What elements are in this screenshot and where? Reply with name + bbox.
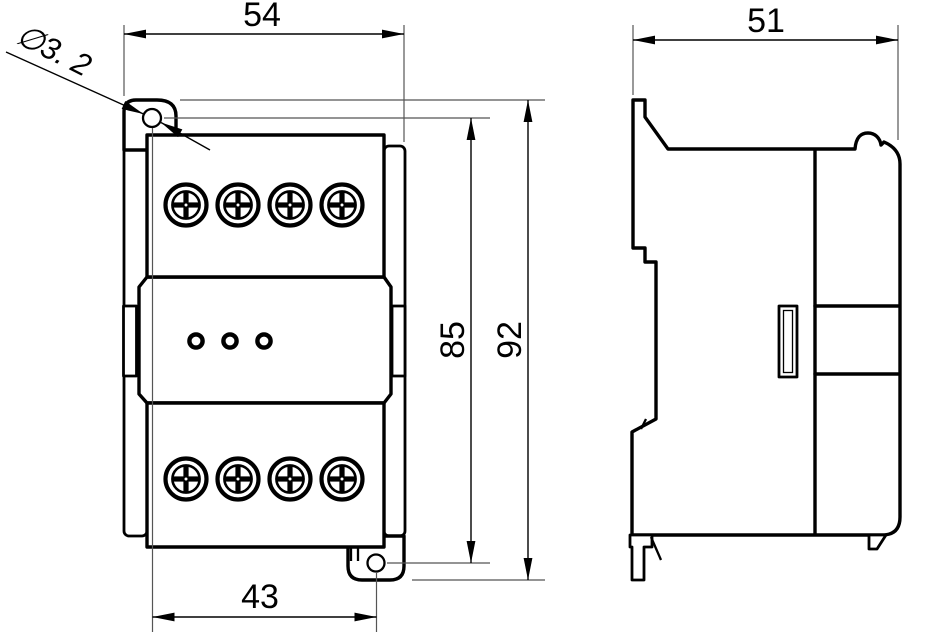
front-view [122,98,407,582]
side-profile [630,98,902,537]
mounting-hole-top [141,107,163,129]
indicator-dot [255,332,273,350]
screw-terminal [218,459,259,500]
indicator-dot [187,332,205,350]
dim-front-width: 54 [123,0,405,142]
dim-hole-pitch-horizontal: 43 [151,128,378,632]
screw-terminal [166,185,207,226]
dim-label-overall-height: 92 [491,321,529,359]
indicator-dots [187,332,273,350]
right-foot [867,533,888,551]
screw-terminal [270,185,311,226]
dim-label-hole-pitch-vertical: 85 [434,321,472,359]
dim-hole-pitch-vertical: 85 [164,117,490,564]
dim-label-front-width: 54 [243,0,281,34]
clip-barb [639,418,648,430]
indicator-dot [221,332,239,350]
side-tab-profile [777,304,799,379]
foot-rib [649,536,663,561]
screw-terminal [322,185,363,226]
side-tab-inner [782,309,794,374]
side-view [628,98,902,582]
left-foot [628,533,654,582]
screw-terminal [322,459,363,500]
dim-side-depth: 51 [632,2,899,140]
side-tab-right [390,304,407,378]
screw-terminal [270,459,311,500]
dim-label-side-depth: 51 [747,2,785,40]
side-tab-left [122,304,138,378]
dim-overall-height: 92 [180,99,545,581]
screw-terminal [218,185,259,226]
dim-label-hole-pitch-horizontal: 43 [241,578,279,616]
mounting-hole-bottom [366,553,386,573]
dim-hole-diameter: ∅3. 2 [5,17,211,151]
screw-terminal [166,459,207,500]
